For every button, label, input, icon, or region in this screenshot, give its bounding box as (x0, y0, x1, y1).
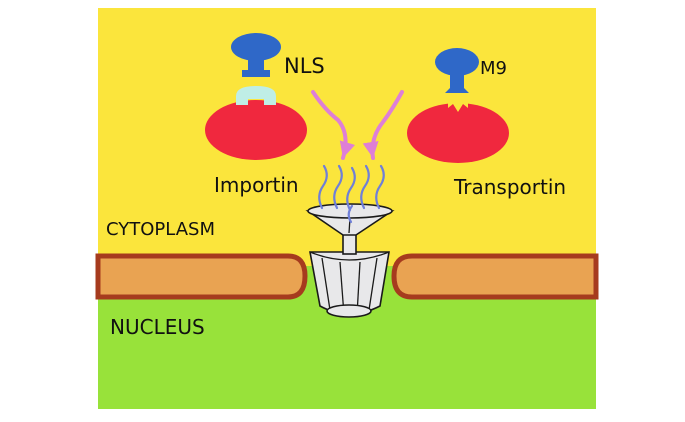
import-arrow-right (362, 90, 404, 160)
fg-strand-4 (360, 164, 370, 210)
transportin-complex (407, 48, 509, 163)
fg-strand-5 (375, 164, 385, 210)
nls-cargo-stem (242, 58, 270, 77)
nls-label: NLS (284, 54, 325, 78)
nuclear-pore-complex (305, 164, 395, 318)
cytoplasm-label: CYTOPLASM (106, 219, 215, 240)
fg-strand-2 (333, 164, 343, 210)
importin-label: Importin (214, 173, 299, 197)
pore-barrel-rib-4 (368, 257, 378, 311)
importin-complex (205, 33, 307, 160)
transportin-receptor (407, 103, 509, 163)
fg-strand-3 (346, 166, 356, 212)
nuclear-envelope-right (391, 253, 599, 300)
fg-strand-center (347, 204, 354, 224)
nls-cargo (231, 33, 281, 77)
m9-label: M9 (480, 58, 507, 79)
m9-cargo-head (435, 48, 479, 76)
import-arrow-left (311, 90, 356, 160)
transportin-binding-site (448, 96, 468, 112)
m9-cargo-stem (445, 72, 469, 93)
pore-barrel-rib-1 (321, 257, 331, 311)
transportin-label: Transportin (453, 175, 566, 199)
fg-strand-1 (318, 164, 328, 210)
m9-cargo (435, 48, 479, 93)
pore-basket-ring (326, 304, 372, 318)
nls-cargo-head (231, 33, 281, 61)
nuclear-envelope-left (95, 253, 308, 300)
importin-receptor (205, 100, 307, 160)
pore-barrel-rim (309, 251, 390, 261)
nucleus-label: NUCLEUS (110, 315, 205, 339)
importin-binding-site (236, 86, 276, 105)
